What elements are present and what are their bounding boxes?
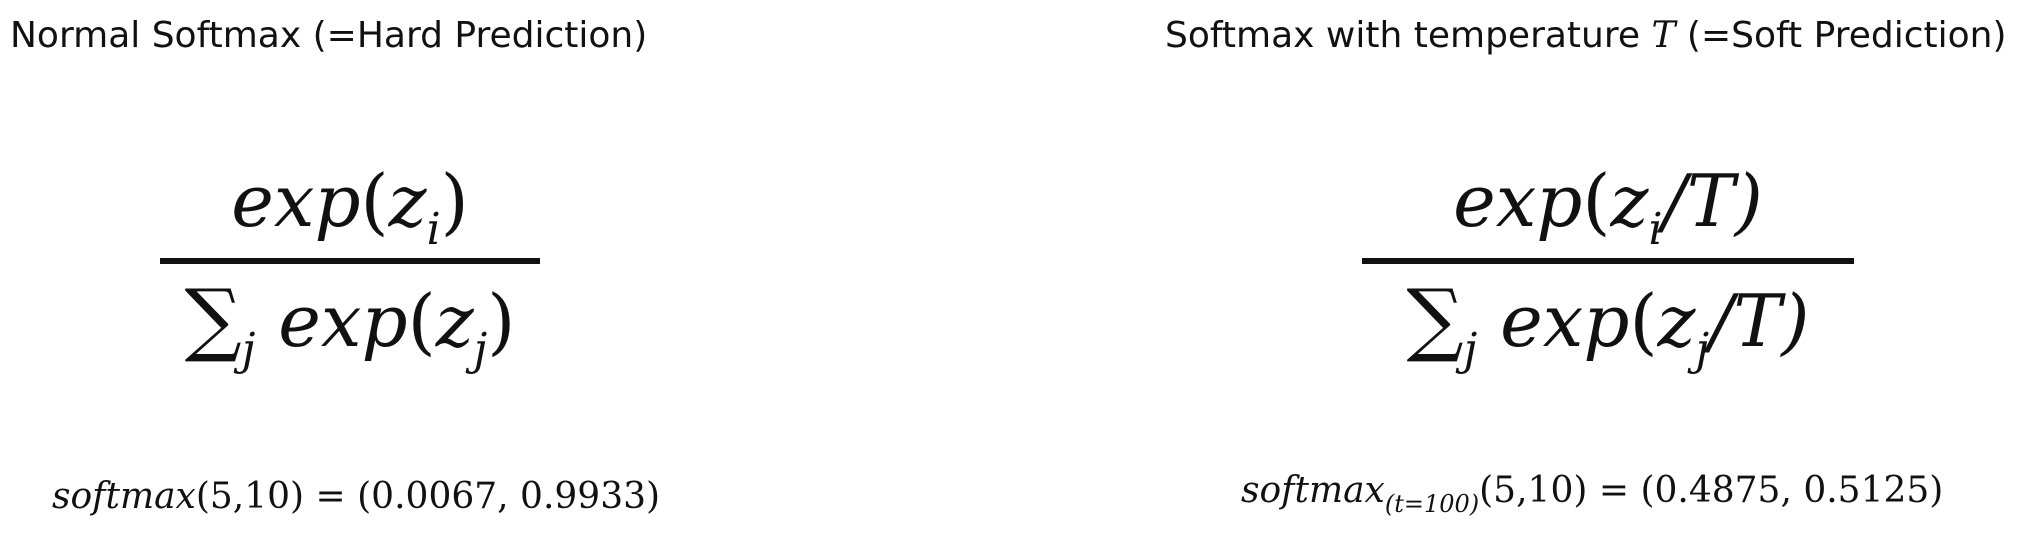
open-paren: ( [1582, 159, 1611, 243]
soft-softmax-panel: Softmax with temperature T (=Soft Predic… [1019, 0, 2038, 538]
logit-variable: z [435, 279, 474, 363]
sum-symbol: ∑ [1406, 272, 1464, 365]
soft-softmax-heading: Softmax with temperature T (=Soft Predic… [1165, 12, 2007, 60]
fraction-bar [160, 258, 540, 264]
hard-softmax-panel: Normal Softmax (=Hard Prediction) exp(zi… [10, 15, 660, 522]
soft-softmax-formula: exp(zi/T) ∑j exp(zj/T) [1352, 150, 1864, 390]
soft-softmax-example: softmax(t=100)(5,10) = (0.4875, 0.5125) [1241, 466, 1943, 519]
sum-index-j: j [1463, 324, 1478, 375]
close-paren: ) [440, 159, 469, 243]
example-result: (5,10) = (0.4875, 0.5125) [1479, 470, 1944, 511]
open-paren: ( [1629, 279, 1658, 363]
index-i: i [1648, 204, 1663, 255]
hard-softmax-numerator: exp(zi) [150, 156, 550, 257]
open-paren: ( [360, 159, 389, 243]
index-j: j [1695, 324, 1710, 375]
hard-softmax-denominator: ∑j exp(zj) [150, 274, 550, 377]
hard-softmax-example: softmax(5,10) = (0.0067, 0.9933) [52, 472, 660, 522]
divide-by-temperature: /T) [1709, 279, 1810, 363]
index-j: j [473, 324, 488, 375]
index-i: i [426, 204, 441, 255]
hard-softmax-heading: Normal Softmax (=Hard Prediction) [10, 15, 648, 56]
temperature-subscript: (t=100) [1384, 490, 1480, 518]
exp-function: exp [231, 159, 361, 243]
soft-softmax-numerator: exp(zi/T) [1352, 156, 1864, 257]
sum-index-j: j [241, 324, 256, 375]
exp-function: exp [1453, 159, 1583, 243]
logit-variable: z [1657, 279, 1696, 363]
softmax-function: softmax [1241, 470, 1385, 511]
hard-softmax-formula: exp(zi) ∑j exp(zj) [150, 150, 550, 390]
exp-function: exp [278, 279, 408, 363]
logit-variable: z [388, 159, 427, 243]
soft-softmax-denominator: ∑j exp(zj/T) [1352, 274, 1864, 377]
close-paren: ) [487, 279, 516, 363]
exp-function: exp [1500, 279, 1630, 363]
open-paren: ( [407, 279, 436, 363]
fraction-bar [1362, 258, 1854, 264]
softmax-function: softmax [52, 476, 196, 517]
temperature-symbol: T [1651, 15, 1676, 56]
heading-suffix: (=Soft Prediction) [1675, 15, 2007, 56]
divide-by-temperature: /T) [1662, 159, 1763, 243]
logit-variable: z [1610, 159, 1649, 243]
heading-prefix: Softmax with temperature [1165, 15, 1652, 56]
sum-symbol: ∑ [184, 272, 242, 365]
example-result: (5,10) = (0.0067, 0.9933) [195, 476, 661, 517]
